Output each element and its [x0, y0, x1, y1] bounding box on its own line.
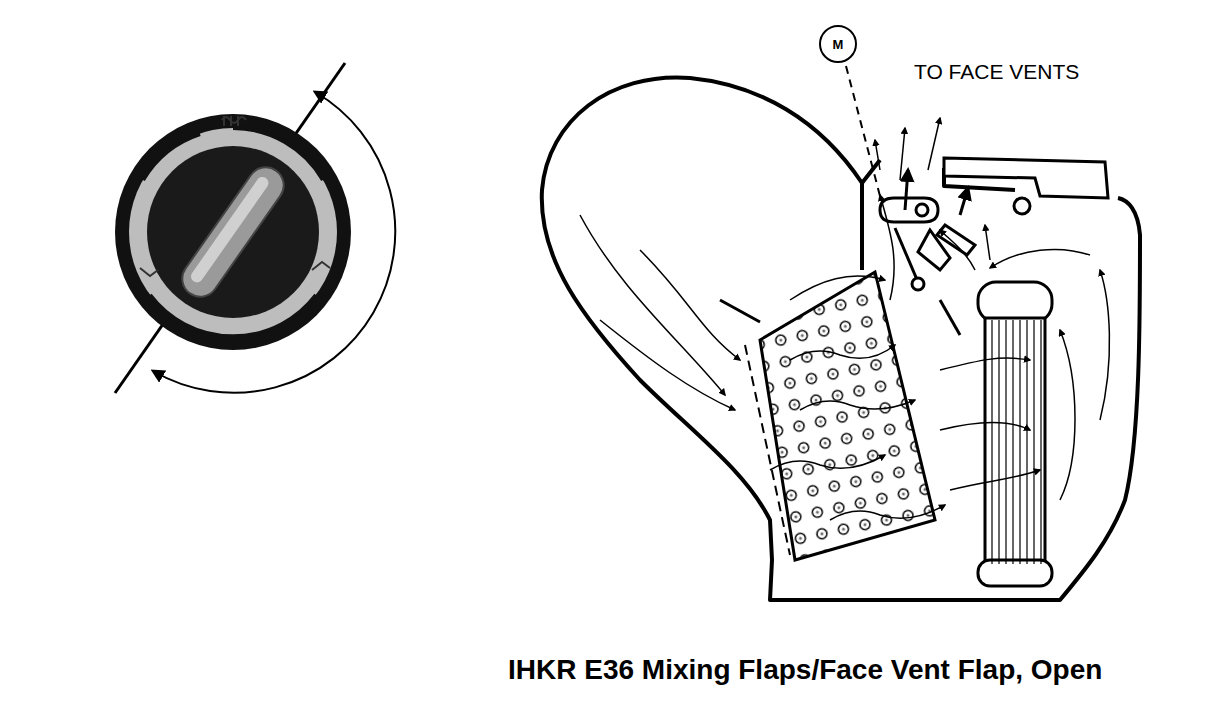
heater-core [978, 282, 1052, 586]
heater-housing [542, 77, 1140, 600]
flow-label: TO FACE VENTS [914, 60, 1079, 84]
evaporator [720, 272, 935, 560]
temperature-knob [115, 63, 395, 393]
airflow-arrows [580, 118, 1109, 520]
callout-circle: M [819, 25, 857, 63]
leader-line [846, 66, 880, 196]
vent-bracket [944, 158, 1108, 214]
callout-letter: M [833, 37, 844, 52]
figure-caption: IHKR E36 Mixing Flaps/Face Vent Flap, Op… [508, 654, 1102, 686]
